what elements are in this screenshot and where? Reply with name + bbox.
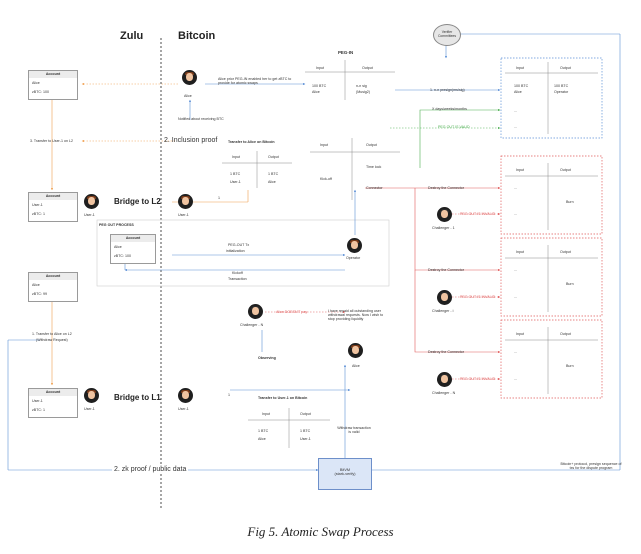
alice-mid-avatar: [348, 343, 363, 358]
bitvm-box: BitVM (stark-verify): [318, 458, 372, 490]
user1-zulu-top-avatar: [84, 194, 99, 209]
account-mid: Account User-1 zBTC: 1: [28, 192, 78, 222]
burn-frame-3: [500, 319, 603, 399]
burn-frame-1: [500, 155, 603, 235]
account-top: Account Alice zBTC: 100: [28, 70, 78, 100]
verifier-committees: Verifier Committees: [433, 24, 461, 46]
user1-btc-top-avatar: [178, 194, 193, 209]
zk-proof-label: 2. zk proof / public data: [112, 466, 189, 475]
challenger-i-avatar: [437, 290, 452, 305]
account-pegout: Account Alice zBTC: 100: [110, 234, 156, 264]
figure-caption: Fig 5. Atomic Swap Process: [247, 524, 394, 539]
bridge-l1-label: Bridge to L1: [114, 393, 161, 402]
challenger-1-avatar: [437, 207, 452, 222]
challenger-n-avatar: [437, 372, 452, 387]
account-low: Account Alice zBTC: 99: [28, 272, 78, 302]
bridge-l2-label: Bridge to L2: [114, 197, 161, 206]
user1-zulu-bottom-avatar: [84, 388, 99, 403]
account-bottom: Account User-1 zBTC: 1: [28, 388, 78, 418]
burn-frame-2: [500, 237, 603, 317]
user1-btc-bottom-avatar: [178, 388, 193, 403]
inclusion-proof-label: 2. Inclusion proof: [164, 137, 218, 144]
bitcoin-header: Bitcoin: [178, 30, 216, 42]
zulu-header: Zulu: [120, 30, 144, 42]
operator-avatar: [347, 238, 362, 253]
challenger-n-mid-avatar: [248, 304, 263, 319]
verify-tx-frame: [500, 57, 603, 139]
pegout-process-title: PEG OUT PROCESS: [99, 223, 134, 227]
alice-top-avatar: [182, 70, 197, 85]
pegout-process-frame: [96, 219, 390, 287]
